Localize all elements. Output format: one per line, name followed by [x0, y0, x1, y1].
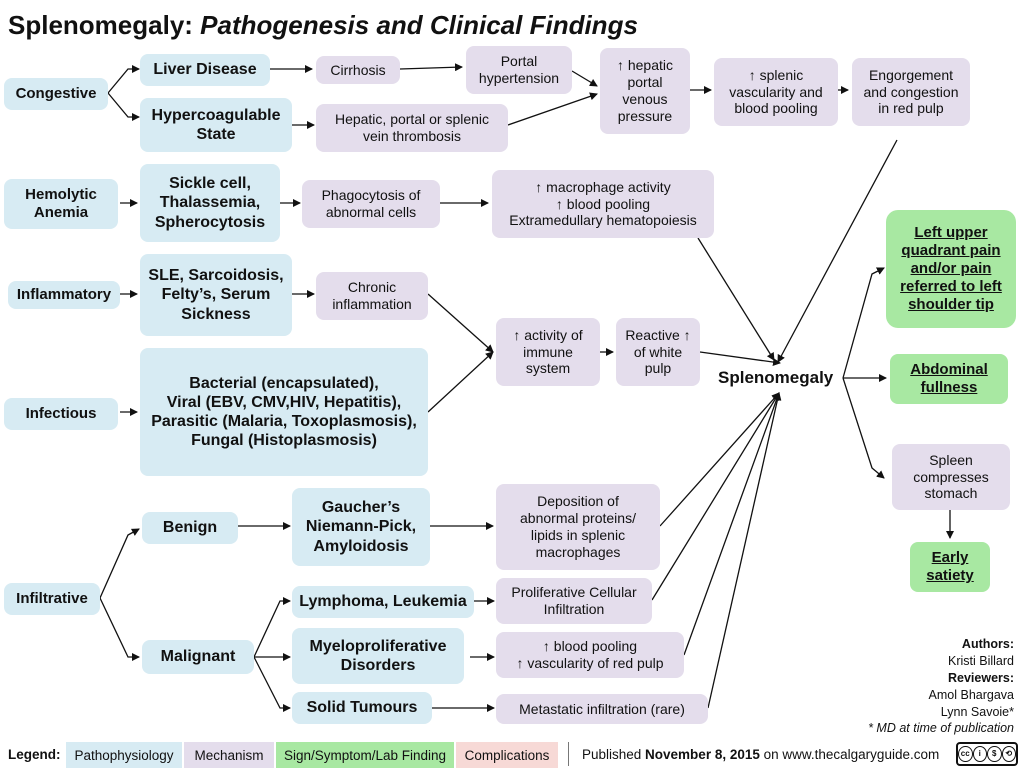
mech-metastatic-infiltration: Metastatic infiltration (rare)	[496, 694, 708, 724]
publication-note: * MD at time of publication	[868, 721, 1014, 736]
cause-myeloproliferative: Myeloproliferative Disorders	[292, 628, 464, 684]
finding-luq-pain: Left upper quadrant pain and/or pain ref…	[886, 210, 1016, 328]
cause-gauchers: Gaucher’s Niemann-Pick, Amyloidosis	[292, 488, 430, 566]
cause-solid-tumours: Solid Tumours	[292, 692, 432, 724]
title-main: Splenomegaly:	[8, 10, 193, 40]
finding-abdominal-fullness: Abdominal fullness	[890, 354, 1008, 404]
legend-pathophysiology: Pathophysiology	[66, 742, 182, 768]
publication-info: Published November 8, 2015 on www.thecal…	[582, 747, 939, 762]
legend-complications: Complications	[456, 742, 558, 768]
author-name: Kristi Billard	[948, 653, 1014, 668]
category-infectious: Infectious	[4, 398, 118, 430]
category-hemolytic-anemia: Hemolytic Anemia	[4, 179, 118, 229]
footer-divider	[568, 742, 569, 766]
mech-splenic-vascularity: ↑ splenic vascularity and blood pooling	[714, 58, 838, 126]
mech-reactive-white-pulp: Reactive ↑ of white pulp	[616, 318, 700, 386]
legend-sign-symptom: Sign/Symptom/Lab Finding	[276, 742, 454, 768]
finding-spleen-compresses-stomach: Spleen compresses stomach	[892, 444, 1010, 510]
title-subtitle: Pathogenesis and Clinical Findings	[200, 10, 638, 40]
category-infiltrative: Infiltrative	[4, 583, 100, 615]
mech-proliferative-infiltration: Proliferative Cellular Infiltration	[496, 578, 652, 624]
mech-immune-activity: ↑ activity of immune system	[496, 318, 600, 386]
cause-benign: Benign	[142, 512, 238, 544]
pub-suffix: on www.thecalgaryguide.com	[759, 747, 940, 762]
legend-mechanism: Mechanism	[184, 742, 274, 768]
pub-date: November 8, 2015	[645, 747, 760, 762]
cause-sle-sarcoidosis: SLE, Sarcoidosis, Felty’s, Serum Sicknes…	[140, 254, 292, 336]
mech-engorgement: Engorgement and congestion in red pulp	[852, 58, 970, 126]
page-title: Splenomegaly: Pathogenesis and Clinical …	[8, 10, 638, 41]
cause-lymphoma-leukemia: Lymphoma, Leukemia	[292, 586, 474, 618]
cause-liver-disease: Liver Disease	[140, 54, 270, 86]
reviewers-label: Reviewers:	[947, 670, 1014, 685]
mech-blood-pooling-red-pulp: ↑ blood pooling ↑ vascularity of red pul…	[496, 632, 684, 678]
reviewer-name: Amol Bhargava	[928, 687, 1014, 702]
category-inflammatory: Inflammatory	[8, 281, 120, 309]
mech-macrophage-activity: ↑ macrophage activity ↑ blood pooling Ex…	[492, 170, 714, 238]
legend-label: Legend:	[8, 747, 61, 762]
authors-block: Authors: Kristi Billard Reviewers: Amol …	[868, 636, 1014, 737]
mech-vein-thrombosis: Hepatic, portal or splenic vein thrombos…	[316, 104, 508, 152]
cause-sickle-cell: Sickle cell, Thalassemia, Spherocytosis	[140, 164, 280, 242]
mech-portal-hypertension: Portal hypertension	[466, 46, 572, 94]
splenomegaly-label: Splenomegaly	[718, 368, 834, 387]
category-congestive: Congestive	[4, 78, 108, 110]
cause-infections: Bacterial (encapsulated), Viral (EBV, CM…	[140, 348, 428, 476]
cause-malignant: Malignant	[142, 640, 254, 674]
cause-hypercoagulable-state: Hypercoagulable State	[140, 98, 292, 152]
reviewer-name: Lynn Savoie*	[940, 704, 1014, 719]
mech-phagocytosis: Phagocytosis of abnormal cells	[302, 180, 440, 228]
mech-cirrhosis: Cirrhosis	[316, 56, 400, 84]
mech-deposition: Deposition of abnormal proteins/ lipids …	[496, 484, 660, 570]
mech-chronic-inflammation: Chronic inflammation	[316, 272, 428, 320]
authors-label: Authors:	[961, 637, 1014, 651]
mech-hepatic-portal-pressure: ↑ hepatic portal venous pressure	[600, 48, 690, 134]
pub-prefix: Published	[582, 747, 646, 762]
finding-early-satiety: Early satiety	[910, 542, 990, 592]
